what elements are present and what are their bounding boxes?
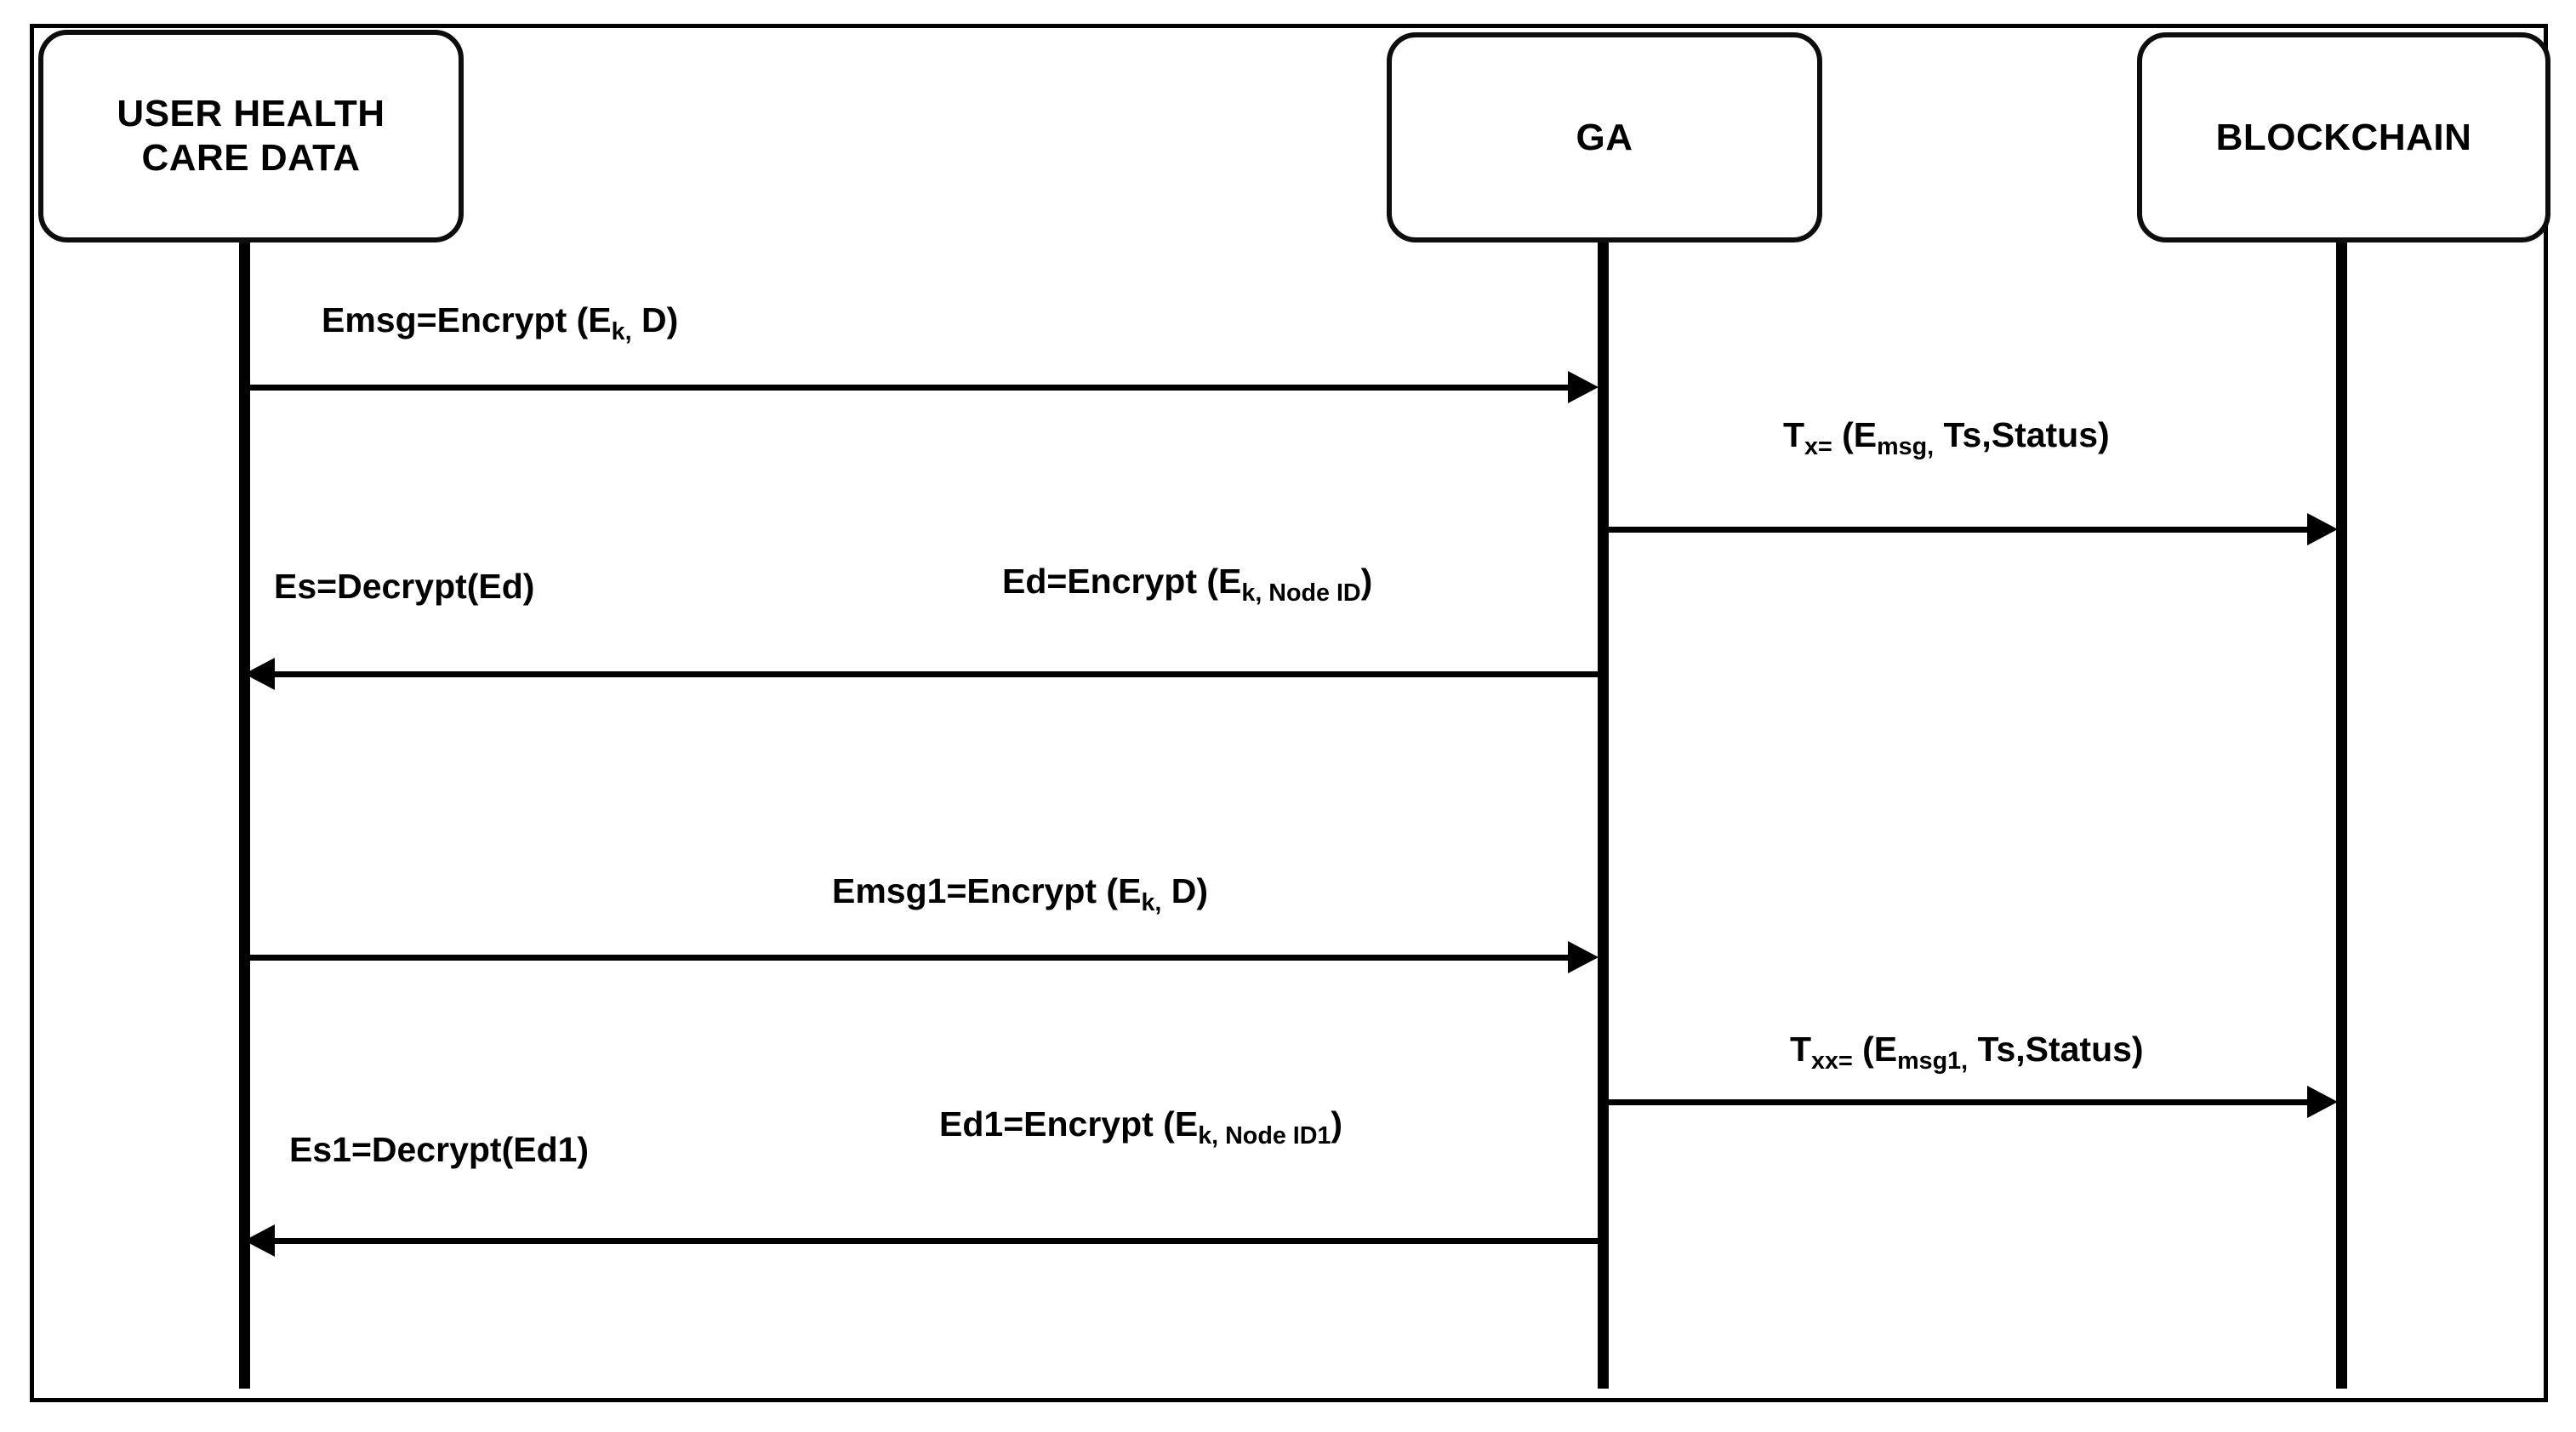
message-line-4 [244,955,1571,961]
message-arrowhead-6 [244,1224,275,1257]
message-3-subscript: k, Node ID [1241,579,1361,607]
participant-user-label-line1: USER HEALTH [117,93,385,135]
message-4-subscript: k, [1141,888,1162,916]
message-2-subscript: x= [1804,432,1832,460]
lifeline-user [239,242,250,1389]
message-5-suffix: Ts,Status) [1968,1030,2144,1069]
message-6-left-text: Es1=Decrypt(Ed1) [289,1130,590,1169]
participant-user-health-care-data[interactable]: USER HEALTH CARE DATA [38,30,464,242]
message-label-1: Emsg=Encrypt (Ek, D) [322,300,679,344]
message-4-suffix: D) [1161,871,1209,910]
message-5-prefix: T [1790,1030,1812,1069]
message-3-suffix: ) [1360,562,1373,601]
message-line-2 [1603,527,2311,533]
message-arrowhead-2 [2307,513,2338,545]
participant-user-label-line2: CARE DATA [141,137,361,179]
message-1-subscript: k, [611,317,632,345]
message-1-prefix: Emsg=Encrypt (E [322,300,612,339]
message-line-1 [244,385,1571,391]
message-label-5: Txx= (Emsg1, Ts,Status) [1790,1030,2144,1073]
message-2-subscript-2: msg, [1877,432,1935,460]
message-6-subscript: k, Node ID1 [1198,1121,1331,1150]
message-6-prefix: Ed1=Encrypt (E [939,1104,1199,1144]
message-3-prefix: Ed=Encrypt (E [1002,562,1242,601]
message-label-4: Emsg1=Encrypt (Ek, D) [832,871,1209,915]
message-2-prefix: T [1783,415,1805,454]
message-line-3 [274,671,1603,677]
message-2-suffix: Ts,Status) [1934,415,2110,454]
message-6-suffix: ) [1331,1104,1343,1144]
message-arrowhead-3 [244,658,275,690]
message-2-mid: (E [1832,415,1878,454]
message-3-left-text: Es=Decrypt(Ed) [274,567,535,606]
message-label-3: Ed=Encrypt (Ek, Node ID) [1002,562,1373,605]
participant-ga-label: GA [1576,116,1633,158]
message-5-subscript-2: msg1, [1897,1047,1969,1075]
message-label-2: Tx= (Emsg, Ts,Status) [1783,415,2110,459]
message-5-mid: (E [1852,1030,1898,1069]
message-1-suffix: D) [631,300,679,339]
message-line-6 [274,1238,1603,1244]
message-arrowhead-5 [2307,1086,2338,1118]
message-4-prefix: Emsg1=Encrypt (E [832,871,1142,910]
message-line-5 [1603,1099,2311,1105]
message-label-6-left: Es1=Decrypt(Ed1) [289,1130,590,1169]
lifeline-blockchain [2336,242,2347,1389]
participant-blockchain[interactable]: BLOCKCHAIN [2137,32,2550,242]
diagram-outer-frame [30,24,2548,1402]
message-label-6: Ed1=Encrypt (Ek, Node ID1) [939,1104,1343,1148]
message-label-3-left: Es=Decrypt(Ed) [274,568,534,605]
participant-blockchain-label: BLOCKCHAIN [2215,116,2472,158]
message-5-subscript: xx= [1811,1047,1853,1075]
lifeline-ga [1598,242,1609,1389]
message-arrowhead-1 [1568,371,1599,403]
message-arrowhead-4 [1568,941,1599,973]
participant-ga[interactable]: GA [1387,32,1822,242]
